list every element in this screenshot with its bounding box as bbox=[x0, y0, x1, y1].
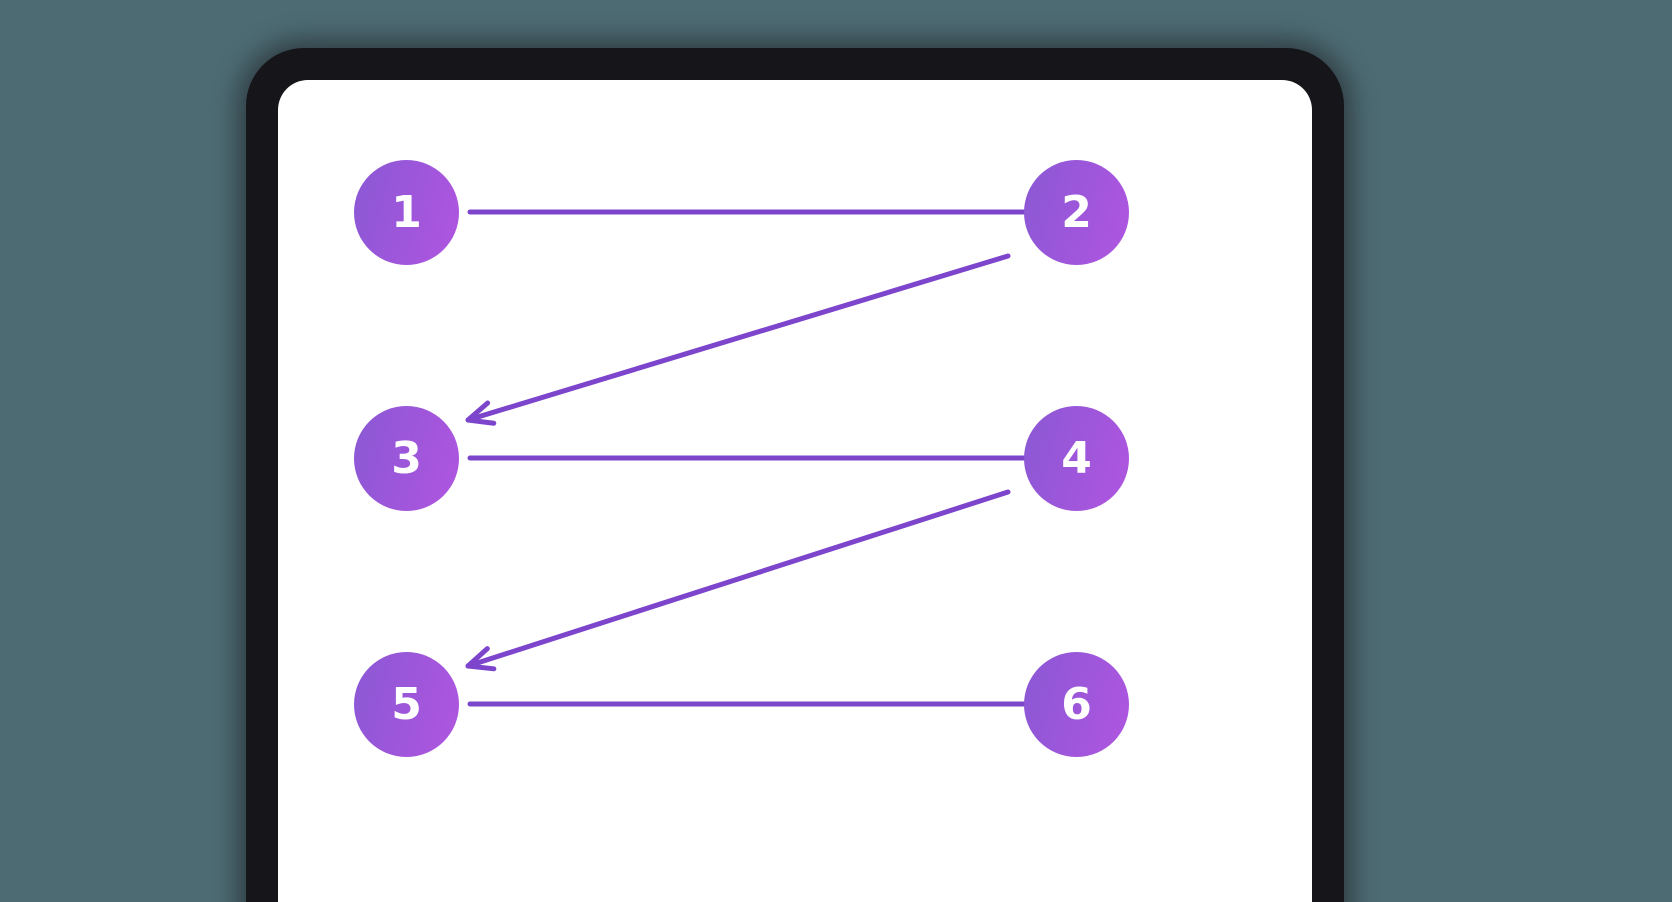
graph-edge-5-to-6 bbox=[467, 690, 1081, 718]
graph-node-6-label: 6 bbox=[1061, 678, 1092, 730]
graph-node-5[interactable]: 5 bbox=[354, 652, 459, 757]
graph-node-3[interactable]: 3 bbox=[354, 406, 459, 511]
edge-line bbox=[465, 489, 1011, 669]
diagram-canvas: 1 2 3 4 5 6 bbox=[278, 80, 1312, 902]
graph-node-5-label: 5 bbox=[391, 678, 422, 730]
graph-node-6[interactable]: 6 bbox=[1024, 652, 1129, 757]
graph-node-2[interactable]: 2 bbox=[1024, 160, 1129, 265]
graph-node-3-label: 3 bbox=[391, 432, 422, 484]
graph-edge-3-to-4 bbox=[467, 444, 1081, 472]
graph-node-4[interactable]: 4 bbox=[1024, 406, 1129, 511]
graph-edge-2-to-3 bbox=[465, 253, 1011, 426]
arrowhead-icon bbox=[465, 400, 497, 426]
graph-node-1[interactable]: 1 bbox=[354, 160, 459, 265]
graph-node-4-label: 4 bbox=[1061, 432, 1092, 484]
graph-edge-4-to-5 bbox=[465, 489, 1011, 672]
graph-node-1-label: 1 bbox=[391, 186, 422, 238]
edge-line bbox=[465, 253, 1011, 423]
arrowhead-icon bbox=[465, 646, 497, 672]
graph-node-2-label: 2 bbox=[1061, 186, 1092, 238]
device-screen: 1 2 3 4 5 6 bbox=[278, 80, 1312, 902]
graph-edge-1-to-2 bbox=[467, 198, 1081, 226]
